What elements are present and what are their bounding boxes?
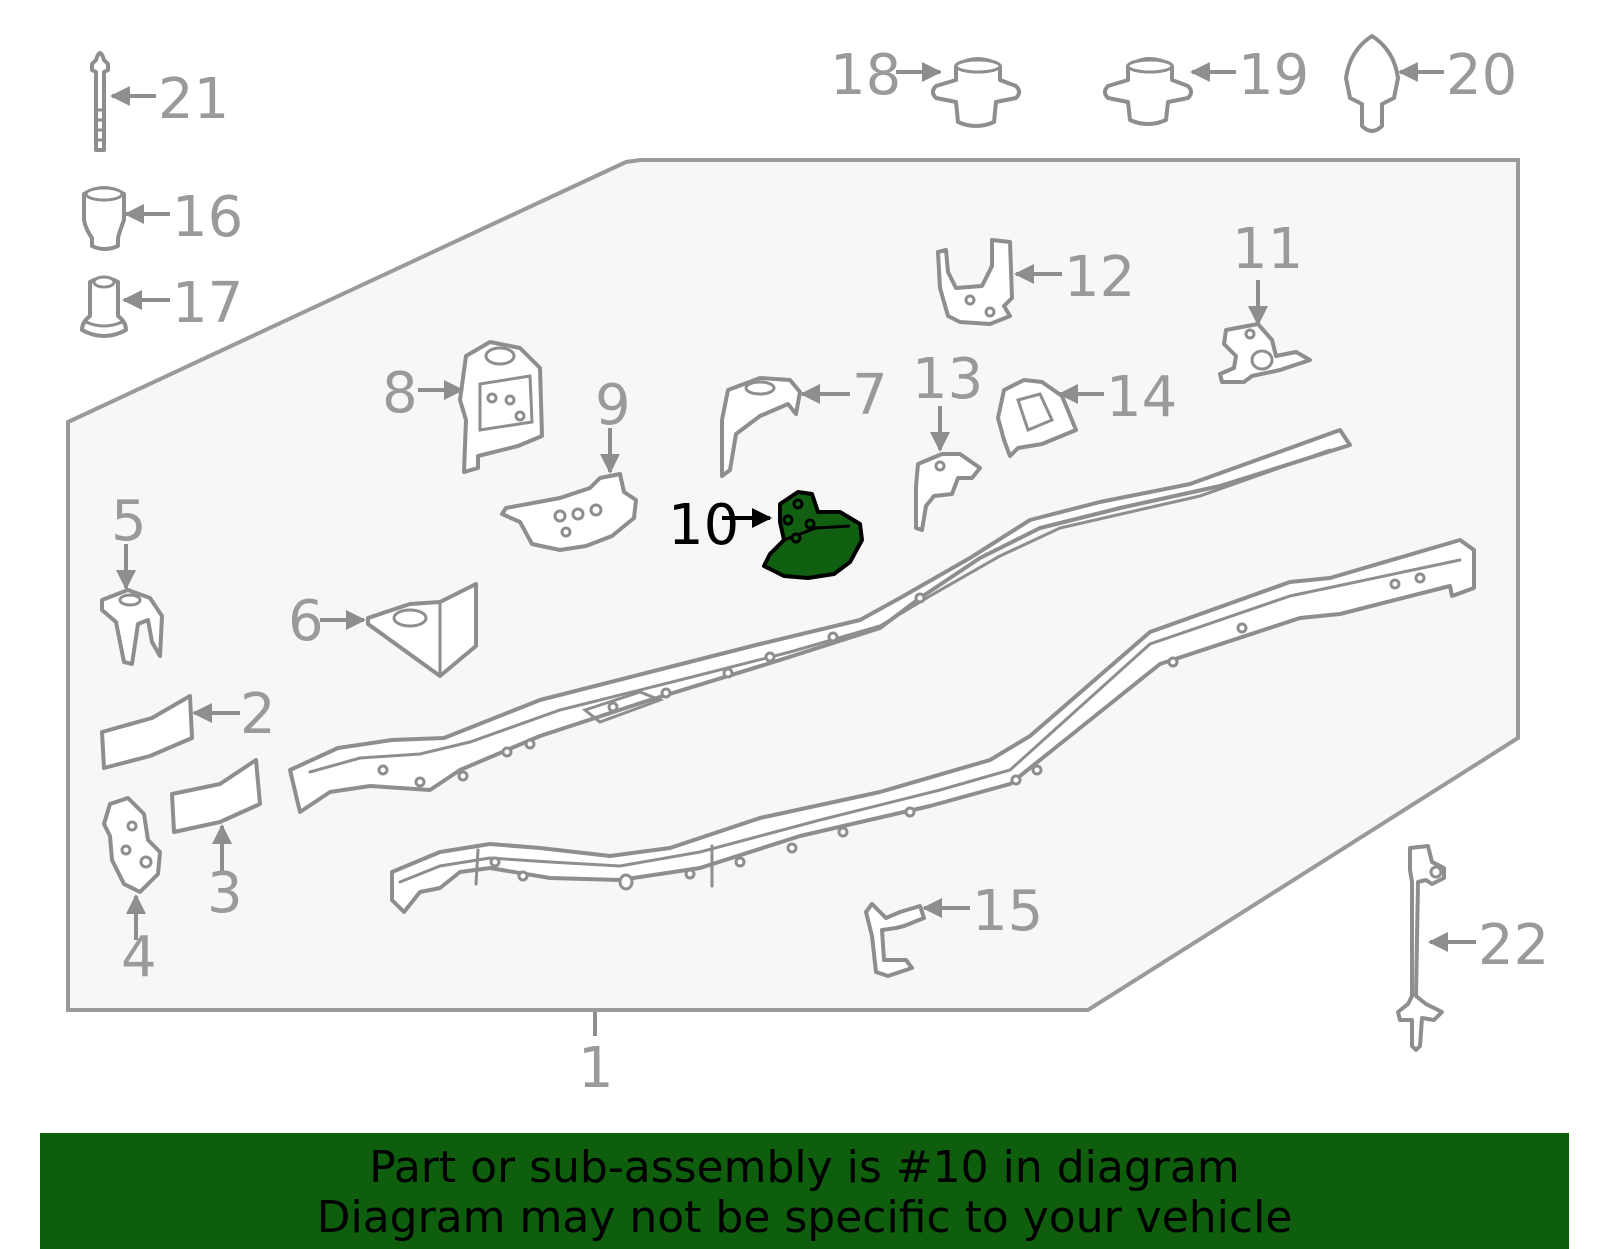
part-22-spare-tire-hanger: [1396, 844, 1446, 1052]
frame-rail-upper: [288, 428, 1352, 814]
callout-2: 2: [240, 682, 276, 747]
callout-17: 17: [172, 271, 243, 336]
part-3-plate: [170, 758, 262, 834]
frame-rail-lower: [390, 538, 1476, 914]
part-9-bracket: [500, 472, 638, 552]
part-21-bolt: [90, 51, 110, 152]
banner-line-part: Part or sub-assembly is #10 in diagram: [369, 1142, 1240, 1193]
callout-22: 22: [1478, 913, 1549, 978]
part-10-mount-highlighted: [762, 490, 864, 580]
callout-6: 6: [288, 589, 324, 654]
part-5-bracket: [100, 588, 164, 666]
part-20-bump-stop: [1344, 34, 1400, 133]
part-18-mount-cushion: [931, 57, 1021, 128]
info-banner: Part or sub-assembly is #10 in diagram D…: [40, 1133, 1569, 1249]
callout-16: 16: [172, 185, 243, 250]
part-6-bracket: [366, 582, 478, 678]
callout-1: 1: [578, 1036, 614, 1101]
part-11-mount: [1218, 322, 1312, 384]
callout-13: 13: [912, 347, 983, 412]
part-8-mount: [458, 340, 544, 474]
callout-8: 8: [382, 361, 418, 426]
callout-5: 5: [111, 489, 147, 554]
callout-18: 18: [830, 43, 901, 108]
part-2-plate: [100, 694, 194, 770]
callout-15: 15: [972, 879, 1043, 944]
frame-assembly-panel: [66, 158, 1520, 1012]
callout-3: 3: [207, 861, 243, 926]
callout-14: 14: [1106, 365, 1177, 430]
callout-20: 20: [1446, 43, 1517, 108]
callout-19: 19: [1238, 43, 1309, 108]
part-14-bracket: [996, 378, 1078, 458]
part-13-bracket: [914, 452, 982, 532]
part-7-bracket: [720, 376, 802, 478]
callout-9: 9: [595, 373, 631, 438]
part-17-bushing: [80, 275, 128, 338]
callout-11: 11: [1232, 217, 1303, 282]
part-19-mount-cushion: [1103, 57, 1193, 126]
part-4-bracket: [102, 796, 162, 894]
part-15-hook-bolt: [864, 902, 926, 978]
part-12-bracket: [936, 238, 1014, 326]
callout-4: 4: [121, 925, 157, 990]
callout-10: 10: [668, 493, 739, 558]
part-16-bushing: [82, 186, 126, 251]
banner-line-disclaimer: Diagram may not be specific to your vehi…: [316, 1192, 1293, 1243]
callout-7: 7: [852, 363, 888, 428]
callout-12: 12: [1064, 245, 1135, 310]
callout-21: 21: [158, 67, 229, 132]
